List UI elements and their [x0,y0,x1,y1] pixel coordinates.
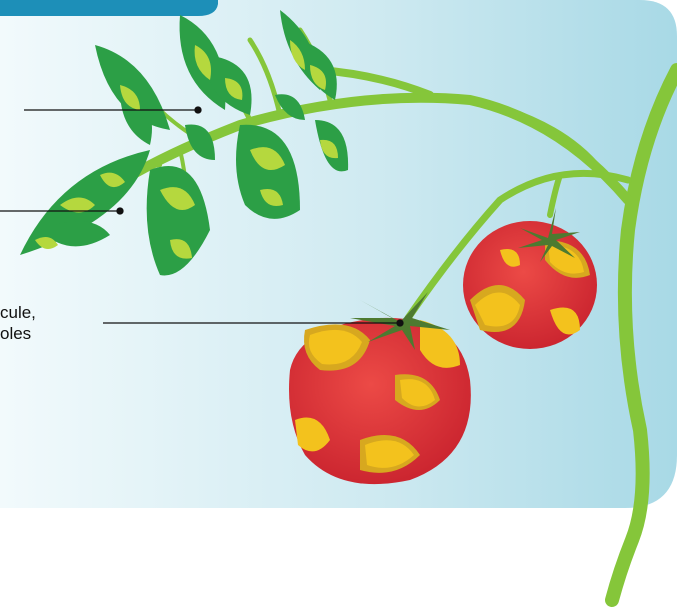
header-tab [0,0,218,16]
tomato-small [463,221,597,349]
tomato-large [289,318,471,484]
fruit-label-line-2: oles [0,323,31,344]
fruit-label-line-1: cule, [0,302,36,323]
